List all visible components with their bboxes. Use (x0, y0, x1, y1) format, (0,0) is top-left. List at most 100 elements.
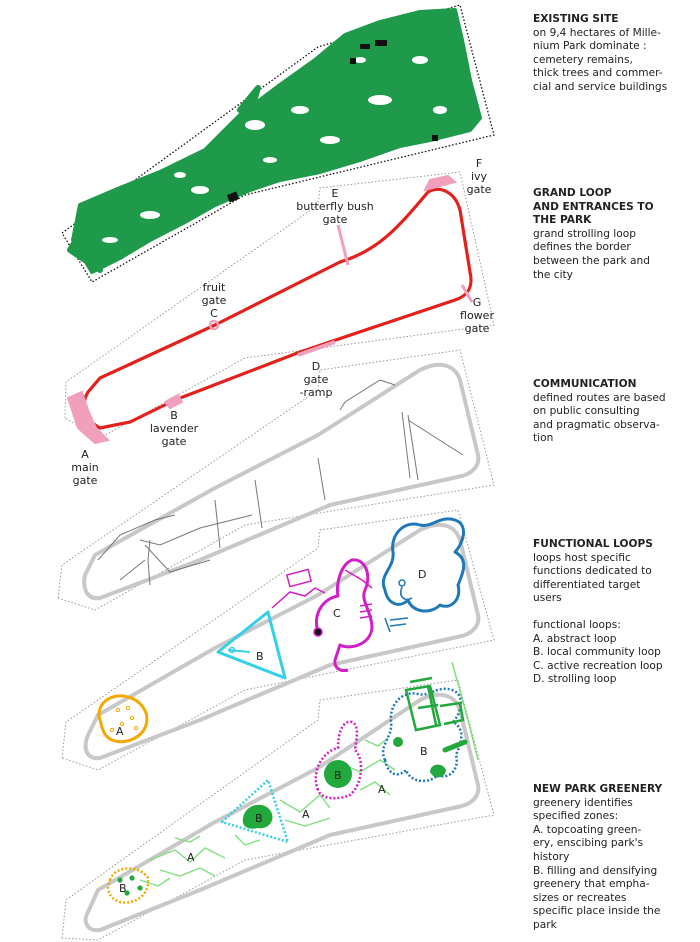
tree-canopy-gaps (102, 56, 447, 243)
communication-boundary-dotted (57, 349, 495, 611)
gate-f-ivy (423, 174, 458, 192)
communication-routes (97, 379, 464, 586)
gate-a-line1: main (71, 461, 99, 474)
caption-line: defines the border (533, 241, 631, 254)
gate-g-letter: G (473, 296, 482, 309)
gate-d-line1: gate (304, 373, 329, 386)
caption-line: the city (533, 268, 573, 281)
gate-f-line2: gate (467, 183, 492, 196)
loop-b-label: B (256, 650, 264, 663)
grand-loop-layer: A main gate B lavender gate fruit gate C… (64, 157, 495, 487)
greenery-b3-outline (314, 720, 363, 800)
greenery-b2-patch (242, 804, 273, 829)
loop-b-community (216, 610, 287, 680)
gate-e-line1: butterfly bush (296, 200, 373, 213)
greenery-b2-outline (220, 778, 290, 844)
loop-c-tail (344, 569, 373, 589)
loop-c-connector (271, 587, 326, 609)
caption-grand-loop-title-1: GRAND LOOP (533, 187, 612, 199)
gate-f-letter: F (476, 157, 482, 170)
caption-list-item: D. strolling loop (533, 673, 617, 686)
gates (66, 174, 474, 445)
caption-functional-loops-title: FUNCTIONAL LOOPS (533, 538, 653, 550)
caption-line: specific place inside the (533, 905, 661, 918)
caption-line: greenery identifies (533, 796, 633, 809)
caption-line: sizes or recreates (533, 891, 627, 904)
buildings (226, 40, 438, 203)
gate-d-line2: -ramp (300, 386, 333, 399)
loop-d-node (398, 579, 406, 587)
caption-line: cial and service buildings (533, 80, 668, 93)
caption-line: differentiated target (533, 578, 641, 591)
caption-line: users (533, 592, 562, 605)
gate-g-flower (460, 284, 474, 303)
caption-list-item: A. abstract loop (533, 632, 617, 645)
caption-line: defined routes are based (533, 391, 666, 404)
communication-outer-route (82, 362, 481, 601)
caption-grand-loop-title-2: AND ENTRANCES TO (533, 200, 654, 213)
caption-existing-site: EXISTING SITE on 9,4 hectares of Mille- … (533, 13, 698, 95)
gate-e-letter: E (332, 187, 339, 200)
gate-f-line1: ivy (471, 170, 488, 183)
gate-c-line1: fruit (203, 281, 226, 294)
caption-list-item: B. local community loop (533, 646, 661, 659)
loop-d-label: D (418, 568, 426, 581)
caption-gap (533, 606, 698, 619)
caption-line: and pragmatic observa- (533, 418, 660, 431)
caption-line: grand strolling loop (533, 227, 636, 240)
caption-line: between the park and (533, 254, 650, 267)
gate-b-line2: gate (162, 435, 187, 448)
caption-existing-site-title: EXISTING SITE (533, 13, 619, 25)
caption-communication: COMMUNICATION defined routes are based o… (533, 378, 698, 446)
loop-b-node (228, 646, 236, 654)
masterplan-diagram: A main gate B lavender gate fruit gate C… (57, 4, 495, 941)
caption-new-greenery-title: NEW PARK GREENERY (533, 783, 663, 795)
gate-b-lavender (163, 393, 184, 410)
caption-line: tion (533, 432, 554, 445)
caption-grand-loop: GRAND LOOP AND ENTRANCES TO THE PARK gra… (533, 187, 698, 282)
communication-layer (57, 349, 495, 611)
gate-b-letter: B (170, 409, 178, 422)
loop-b-inner-path (227, 649, 251, 653)
gate-g-line2: gate (465, 322, 490, 335)
loop-c-court (285, 568, 313, 588)
caption-line: on 9,4 hectares of Mille- (533, 26, 661, 39)
site-boundary-dotted (61, 4, 495, 283)
gate-g-line1: flower (460, 309, 494, 322)
loop-d-inner (400, 586, 413, 601)
caption-list-item: C. active recreation loop (533, 659, 663, 672)
caption-line: loops host specific (533, 551, 631, 564)
greenery-b1-label: B (119, 882, 127, 895)
greenery-a1-label: A (187, 851, 195, 864)
loop-a-label: A (116, 725, 124, 738)
greenery-b1-trees (117, 875, 143, 896)
gate-b-line1: lavender (150, 422, 199, 435)
loop-d-pier (384, 617, 409, 633)
gate-d-ramp (297, 340, 336, 357)
loop-c-label: C (333, 607, 341, 620)
loop-a-dots (109, 705, 139, 733)
topcoating-greenery-strokes (139, 737, 396, 887)
caption-line: on public consulting (533, 405, 640, 418)
gate-labels: A main gate B lavender gate fruit gate C… (71, 157, 494, 487)
existing-site-layer (61, 4, 495, 283)
gate-c-fruit (208, 319, 220, 331)
caption-line: thick trees and commer- (533, 67, 663, 80)
greenery-a2-label: A (302, 808, 310, 821)
greenery-b4-outline (382, 687, 463, 783)
greenery-b4-grid (404, 676, 465, 732)
caption-line: nium Park dominate : (533, 40, 647, 53)
grand-loop-path (82, 187, 473, 430)
functional-outer-route (83, 522, 481, 761)
greenery-b3-patch (324, 760, 352, 788)
gate-a-letter: A (81, 448, 89, 461)
greenery-b1-outline (106, 867, 150, 904)
gate-e-line2: gate (323, 213, 348, 226)
caption-line: greenery that empha- (533, 878, 650, 891)
greenery-b4-hedge (442, 739, 468, 753)
greenery-b3-label: B (334, 769, 342, 782)
loop-a-abstract (97, 694, 149, 744)
caption-line: history (533, 850, 570, 863)
functional-boundary-dotted (61, 509, 495, 771)
loop-c-node (313, 627, 323, 637)
